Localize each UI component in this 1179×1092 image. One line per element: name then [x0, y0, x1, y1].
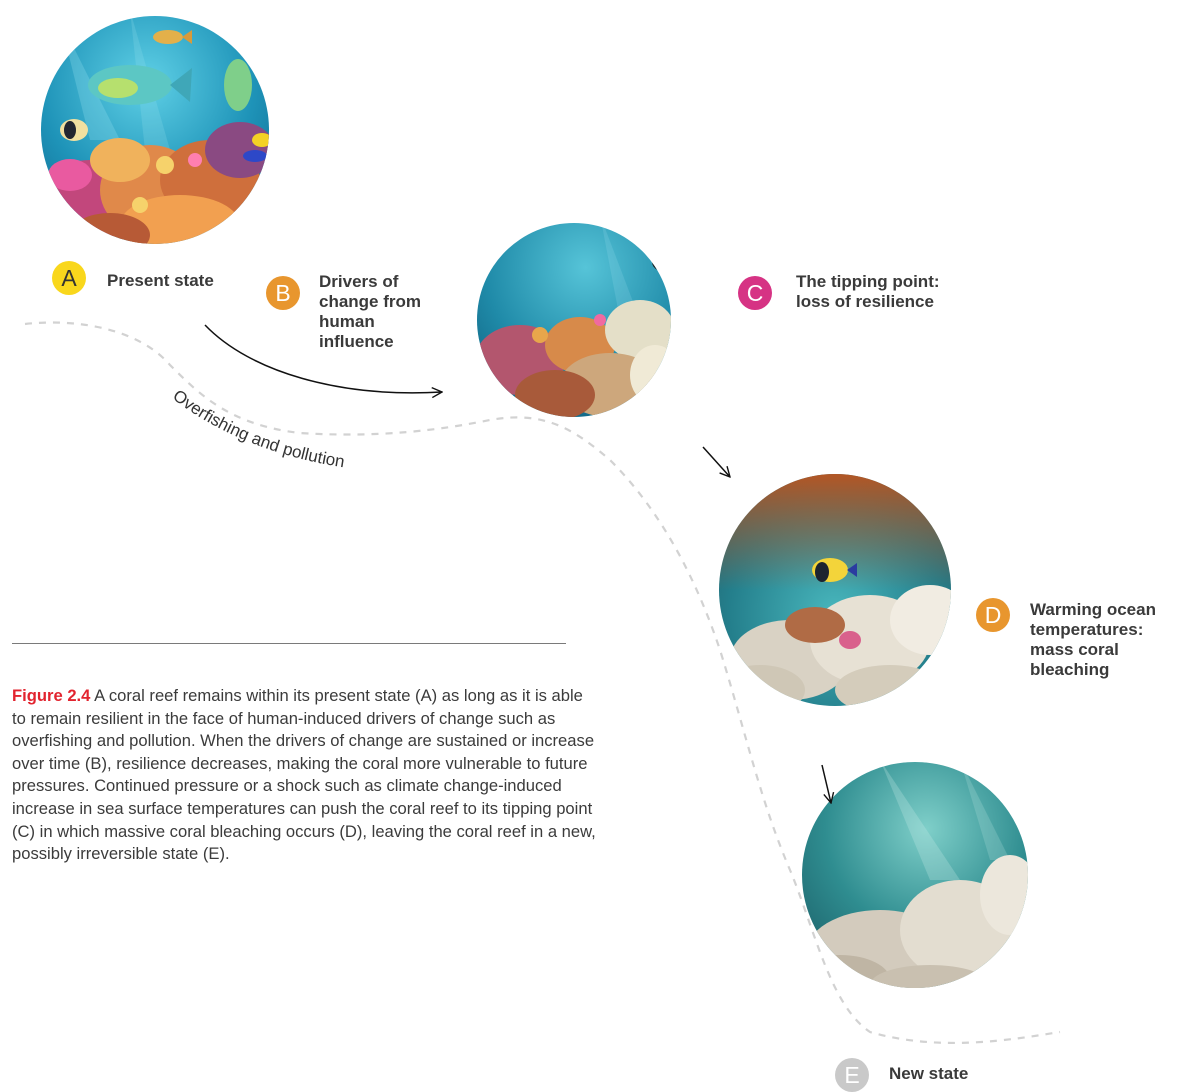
svg-text:Overfishing and pollution: Overfishing and pollution [169, 386, 346, 471]
stage-b-label: Drivers of change from human influence [319, 272, 422, 351]
stage-c-label: The tipping point: loss of resilience [796, 272, 940, 311]
stage-e-badge: E [835, 1058, 869, 1092]
stage-e-label: New state [889, 1064, 969, 1083]
resilience-dashed-path [24, 321, 1061, 1045]
present-state-reef-photo [41, 16, 269, 244]
figure-number: Figure 2.4 [12, 686, 91, 705]
stage-c-badge: C [738, 276, 772, 310]
drivers-arrow [204, 324, 442, 393]
caption-text: A coral reef remains within its present … [12, 686, 596, 864]
new-state-reef-photo [802, 762, 1028, 988]
stage-b-badge: B [266, 276, 300, 310]
figure-caption: Figure 2.4 A coral reef remains within i… [12, 685, 597, 866]
caption-divider [12, 643, 566, 644]
arrow-d-to-e [821, 764, 831, 803]
stage-a-label: Present state [107, 271, 214, 290]
arrow-c-to-d [702, 446, 730, 477]
overfishing-pollution-label: Overfishing and pollution [169, 386, 346, 471]
tipping-point-reef-photo [477, 223, 671, 417]
stage-d-label: Warming ocean temperatures: mass coral b… [1030, 600, 1156, 679]
stage-d-badge: D [976, 598, 1010, 632]
bleaching-reef-photo [719, 474, 951, 706]
stage-a-badge: A [52, 261, 86, 295]
